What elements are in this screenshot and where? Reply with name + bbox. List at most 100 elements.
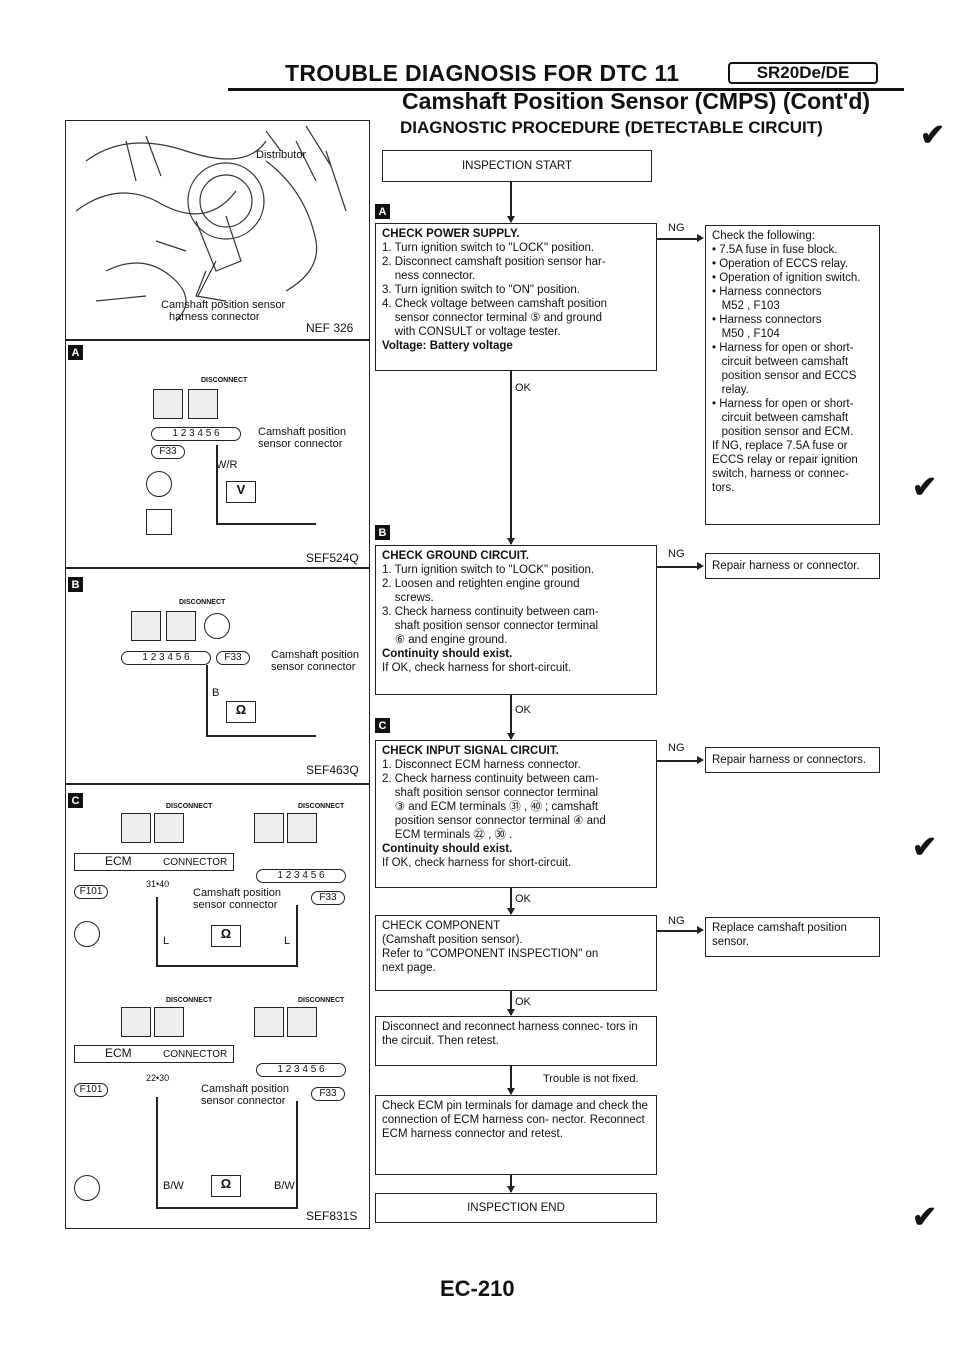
ng-a-line: • Harness connectors [712, 314, 822, 326]
step-c-line: ③ and ECM terminals ㉛ , ㊵ ; camshaft [382, 801, 599, 813]
check-mark-icon: ✔ [912, 831, 938, 864]
check-mark-icon: ✔ [920, 119, 946, 152]
disconnect-label: DISCONNECT [166, 997, 213, 1004]
step-b-line: 1. Turn ignition switch to "LOCK" positi… [382, 564, 595, 576]
distributor-photo-panel: Distributor Camshaft position sensor har… [65, 120, 370, 340]
figure-b-letter: B [68, 577, 83, 592]
step-f-box: Check ECM pin terminals for damage and c… [375, 1095, 657, 1175]
sensor-connector-pins: 1 2 3 4 5 6 [256, 1063, 346, 1077]
ok-label: OK [515, 996, 531, 1008]
connector-id: F33 [311, 891, 345, 905]
wire-color: B [212, 687, 220, 699]
disconnect-icon [166, 611, 196, 641]
ng-b-box: Repair harness or connector. [705, 553, 880, 579]
ng-a-line: • Harness for open or short- [712, 342, 854, 354]
step-d-box: CHECK COMPONENT (Camshaft position senso… [375, 915, 657, 991]
step-b-note: If OK, check harness for short-circuit. [382, 662, 572, 674]
connector-label: Camshaft position sensor connector [201, 1083, 290, 1107]
ignition-off-icon [74, 1175, 100, 1201]
step-c-result: Continuity should exist. [382, 843, 513, 855]
disconnect-label: DISCONNECT [166, 803, 213, 810]
flow-arrow-icon [507, 538, 515, 545]
ecm-connector-label: CONNECTOR [163, 857, 228, 868]
ok-label: OK [515, 704, 531, 716]
step-b-result: Continuity should exist. [382, 648, 513, 660]
ecm-connector-box: ECM CONNECTOR [74, 853, 234, 871]
step-b-letter: B [375, 525, 390, 540]
step-c-title: CHECK INPUT SIGNAL CIRCUIT. [382, 745, 559, 757]
flow-arrow-icon [697, 756, 704, 764]
flow-arrow-icon [507, 733, 515, 740]
ng-a-line: • Harness for open or short- [712, 398, 854, 410]
ecm-connector-id: F101 [74, 885, 108, 899]
ng-c-box: Repair harness or connectors. [705, 747, 880, 773]
ignition-on-icon [146, 471, 172, 497]
consult-tool-icon [146, 509, 172, 535]
flow-connector [510, 1175, 512, 1192]
disconnect-label: DISCONNECT [179, 599, 226, 606]
ng-a-line: • 7.5A fuse in fuse block. [712, 244, 838, 256]
ng-a-line: M50 , F104 [712, 328, 780, 340]
step-a-letter: A [375, 204, 390, 219]
probe-wire [296, 905, 298, 967]
figure-a-panel: A DISCONNECT 1 2 3 4 5 6 F33 Camshaft po… [65, 340, 370, 568]
ecm-connector-box: ECM CONNECTOR [74, 1045, 234, 1063]
page-number: EC-210 [440, 1276, 515, 1301]
step-a-line: 1. Turn ignition switch to "LOCK" positi… [382, 242, 595, 254]
ok-label: OK [515, 382, 531, 394]
ng-a-line: circuit between camshaft [712, 412, 849, 424]
ohmmeter: Ω [211, 925, 241, 947]
inspection-end: INSPECTION END [375, 1193, 657, 1223]
disconnect-icon [287, 1007, 317, 1037]
step-a-line: with CONSULT or voltage tester. [382, 326, 561, 338]
ecm-pins-1: 31•40 [146, 879, 170, 889]
connector-id: F33 [216, 651, 250, 665]
ng-a-line: Check the following: [712, 230, 815, 242]
step-b-line: 3. Check harness continuity between cam- [382, 606, 599, 618]
figure-ref: SEF524Q [306, 551, 359, 565]
ng-a-line: relay. [712, 384, 749, 396]
ng-a-line: • Operation of ECCS relay. [712, 258, 849, 270]
ng-connector [657, 760, 697, 762]
wire-color: L [163, 935, 170, 947]
wire-color: B/W [274, 1180, 295, 1192]
connector-label: Camshaft position sensor connector [193, 887, 282, 911]
ng-a-line: position sensor and ECCS [712, 370, 857, 382]
step-a-title: CHECK POWER SUPPLY. [382, 228, 520, 240]
disconnect-label: DISCONNECT [298, 803, 345, 810]
flow-arrow-icon [507, 908, 515, 915]
ts-tool-icon [254, 1007, 284, 1037]
figure-ref: SEF831S [306, 1209, 358, 1223]
disconnect-icon [154, 1007, 184, 1037]
wire-color: L [284, 935, 291, 947]
step-d-title: CHECK COMPONENT [382, 920, 501, 932]
flow-connector [510, 888, 512, 914]
ecm-connector-id: F101 [74, 1083, 108, 1097]
ecm-label: ECM [105, 1046, 132, 1060]
ohmmeter: Ω [211, 1175, 241, 1197]
inspection-start: INSPECTION START [382, 150, 652, 182]
flow-connector [510, 1066, 512, 1094]
section-subtitle: DIAGNOSTIC PROCEDURE (DETECTABLE CIRCUIT… [400, 118, 823, 137]
harness-label-2: harness connector [169, 311, 260, 323]
disconnect-label: DISCONNECT [298, 997, 345, 1004]
figure-c-letter: C [68, 793, 83, 808]
ecm-pins-2: 22•30 [146, 1073, 170, 1083]
connector-id: F33 [151, 445, 185, 459]
step-d-line: Refer to "COMPONENT INSPECTION" on [382, 948, 599, 960]
check-mark-icon: ✔ [912, 471, 938, 504]
ng-label: NG [668, 915, 685, 927]
step-c-note: If OK, check harness for short-circuit. [382, 857, 572, 869]
ts-tool-icon [254, 813, 284, 843]
probe-wire [206, 665, 208, 737]
ohmmeter: Ω [226, 701, 256, 723]
step-c-line: 2. Check harness continuity between cam- [382, 773, 599, 785]
step-c-box: CHECK INPUT SIGNAL CIRCUIT. 1. Disconnec… [375, 740, 657, 888]
step-c-line: shaft position sensor connector terminal [382, 787, 599, 799]
step-c-letter: C [375, 718, 390, 733]
harness-label-1: Camshaft position sensor [161, 299, 286, 311]
ng-connector [657, 238, 697, 240]
step-a-line: 3. Turn ignition switch to "ON" position… [382, 284, 581, 296]
meter-wire [156, 965, 298, 967]
ok-label: OK [515, 893, 531, 905]
